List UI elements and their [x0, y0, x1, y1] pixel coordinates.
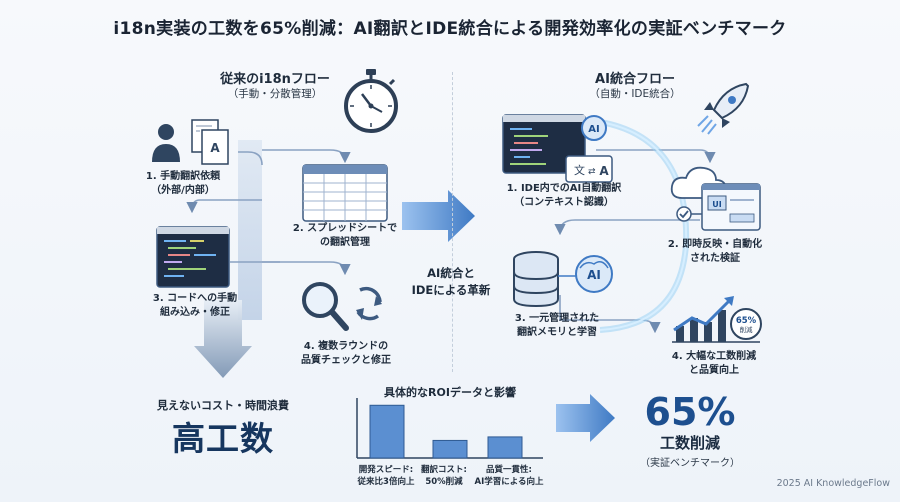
left-section-title: 従来のi18nフロー: [220, 72, 330, 87]
right-step-1-line1: 1. IDE内でのAI自動翻訳: [506, 183, 622, 194]
left-step-4-line1: 4. 複数ラウンドの: [303, 341, 389, 352]
hidden-cost-label: 見えないコスト・時間浪費: [157, 399, 289, 412]
roi-cat-2-label: 翻訳コスト: 50%削減: [414, 464, 474, 488]
roi-cat-1-line2: 従来比3倍向上: [357, 477, 415, 487]
svg-text:文: 文: [574, 163, 585, 177]
pct-badge-sub: 削減: [740, 325, 754, 334]
svg-text:A: A: [210, 141, 220, 155]
left-step-2: 2. スプレッドシートで の翻訳管理: [280, 222, 410, 250]
left-step-4: 4. 複数ラウンドの 品質チェックと修正: [276, 340, 416, 368]
right-step-1: 1. IDE内でのAI自動翻訳 （コンテキスト認識）: [494, 182, 634, 210]
person-icon: [152, 124, 180, 162]
result-sub: （実証ベンチマーク）: [640, 458, 740, 469]
database-brain-icon: AI: [513, 251, 613, 308]
left-step-1-line2: （外部/内部）: [151, 185, 215, 196]
right-section-title: AI統合フロー: [595, 72, 675, 87]
right-step-2-line2: された検証: [690, 253, 740, 264]
left-step-2-line2: の翻訳管理: [320, 237, 370, 248]
result-percent: 65%: [644, 390, 736, 434]
middle-label-line1: AI統合と: [427, 266, 475, 280]
result-label: 工数削減: [659, 434, 720, 452]
roi-chart-title: 具体的なROIデータと影響: [384, 386, 516, 399]
left-step-4-line2: 品質チェックと修正: [301, 355, 391, 366]
roi-bar-1: [369, 404, 405, 459]
right-step-3-line1: 3. 一元管理された: [514, 313, 600, 324]
cloud-ui-icon: UI: [670, 166, 761, 231]
right-step-1-line2: （コンテキスト認識）: [514, 197, 614, 208]
section-divider: [452, 72, 453, 372]
left-step-3-line2: 組み込み・修正: [160, 307, 230, 318]
credit-text: 2025 AI KnowledgeFlow: [776, 478, 890, 489]
left-step-2-line1: 2. スプレッドシートで: [292, 223, 398, 234]
brain-ai-text: AI: [587, 268, 601, 282]
svg-text:⇄: ⇄: [588, 167, 596, 177]
roi-cat-3-line2: AI学習による向上: [474, 477, 544, 487]
roi-bar-chart: [356, 398, 543, 459]
left-step-1-line1: 1. 手動翻訳依頼: [145, 171, 221, 182]
pct-badge-text: 65%: [736, 316, 757, 326]
right-step-4-line1: 4. 大幅な工数削減: [671, 351, 757, 362]
roi-bar-2: [432, 439, 468, 459]
roi-cat-1-label: 開発スピード: 従来比3倍向上: [353, 464, 419, 488]
roi-cat-1-line1: 開発スピード:: [358, 465, 414, 475]
ide-ai-icon: AI 文 ⇄ A: [502, 114, 613, 183]
right-step-2-line1: 2. 即時反映・自動化: [667, 239, 763, 250]
right-step-4-line2: と品質向上: [689, 365, 739, 376]
roi-cat-2-line2: 50%削減: [425, 477, 463, 487]
stopwatch-icon: [344, 69, 398, 133]
ide-ai-badge-text: AI: [588, 124, 599, 135]
right-step-2: 2. 即時反映・自動化 された検証: [650, 238, 780, 266]
left-step-3: 3. コードへの手動 組み込み・修正: [136, 292, 254, 320]
growth-chart-icon: 65% 削減: [672, 296, 762, 343]
left-section-subtitle: （手動・分散管理）: [227, 88, 323, 100]
right-step-3-line2: 翻訳メモリと学習: [517, 327, 597, 338]
hidden-cost-big: 高工数: [172, 419, 274, 458]
roi-bar-3: [487, 436, 523, 459]
rocket-icon: [697, 82, 750, 135]
ui-window-text: UI: [712, 200, 721, 209]
spreadsheet-icon: [302, 164, 388, 222]
translate-a-text: A: [599, 164, 609, 178]
page-title: i18n実装の工数を65%削減：AI翻訳とIDE統合による開発効率化の実証ベンチ…: [113, 19, 787, 39]
left-step-1: 1. 手動翻訳依頼 （外部/内部）: [128, 170, 238, 198]
middle-label-line2: IDEによる革新: [411, 283, 491, 297]
middle-label: AI統合と IDEによる革新: [396, 265, 506, 299]
code-editor-icon: [156, 226, 230, 288]
right-section-subtitle: （自動・IDE統合）: [589, 88, 681, 100]
document-icon: A: [191, 119, 229, 165]
left-step-3-line1: 3. コードへの手動: [152, 293, 238, 304]
magnifier-refresh-icon: [302, 282, 382, 331]
roi-cat-3-label: 品質一貫性: AI学習による向上: [468, 464, 550, 488]
right-step-4: 4. 大幅な工数削減 と品質向上: [654, 350, 774, 378]
roi-cat-3-line1: 品質一貫性:: [486, 465, 532, 475]
roi-cat-2-line1: 翻訳コスト:: [421, 465, 467, 475]
right-step-3: 3. 一元管理された 翻訳メモリと学習: [492, 312, 622, 340]
